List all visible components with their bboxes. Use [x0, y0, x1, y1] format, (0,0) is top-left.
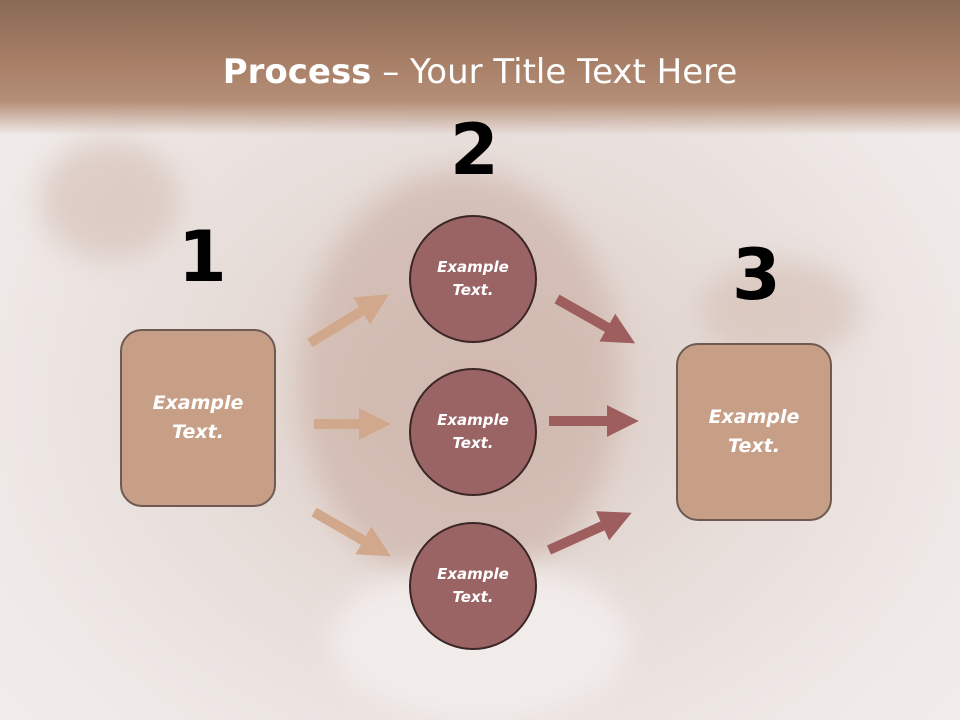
step1-line1: Example	[152, 392, 244, 414]
arrow-bottom-to-right	[546, 511, 632, 555]
step-number-2: 2	[450, 109, 499, 191]
arrow-left-to-bottom	[311, 507, 392, 557]
circle-top-line2: Text.	[452, 281, 494, 299]
step3-line2: Text.	[728, 435, 780, 457]
arrow-top-to-right	[554, 294, 636, 344]
circle-bottom-line1: Example	[437, 565, 509, 583]
title-bold: Process	[222, 52, 372, 92]
circle-middle-line1: Example	[437, 411, 509, 429]
circle-bottom-line2: Text.	[452, 588, 494, 606]
step-number-1: 1	[178, 216, 227, 298]
step1-line2: Text.	[172, 421, 224, 443]
title-rest: – Your Title Text Here	[371, 52, 738, 92]
circle-top-line1: Example	[437, 258, 509, 276]
arrow-left-to-top	[307, 294, 389, 348]
title-bar	[0, 0, 960, 135]
step3-line1: Example	[708, 406, 800, 428]
photo-blur-shape	[40, 140, 180, 260]
step-number-3: 3	[732, 234, 781, 316]
slide-title: Process – Your Title Text Here	[0, 52, 960, 92]
circle-middle-line2: Text.	[452, 434, 494, 452]
